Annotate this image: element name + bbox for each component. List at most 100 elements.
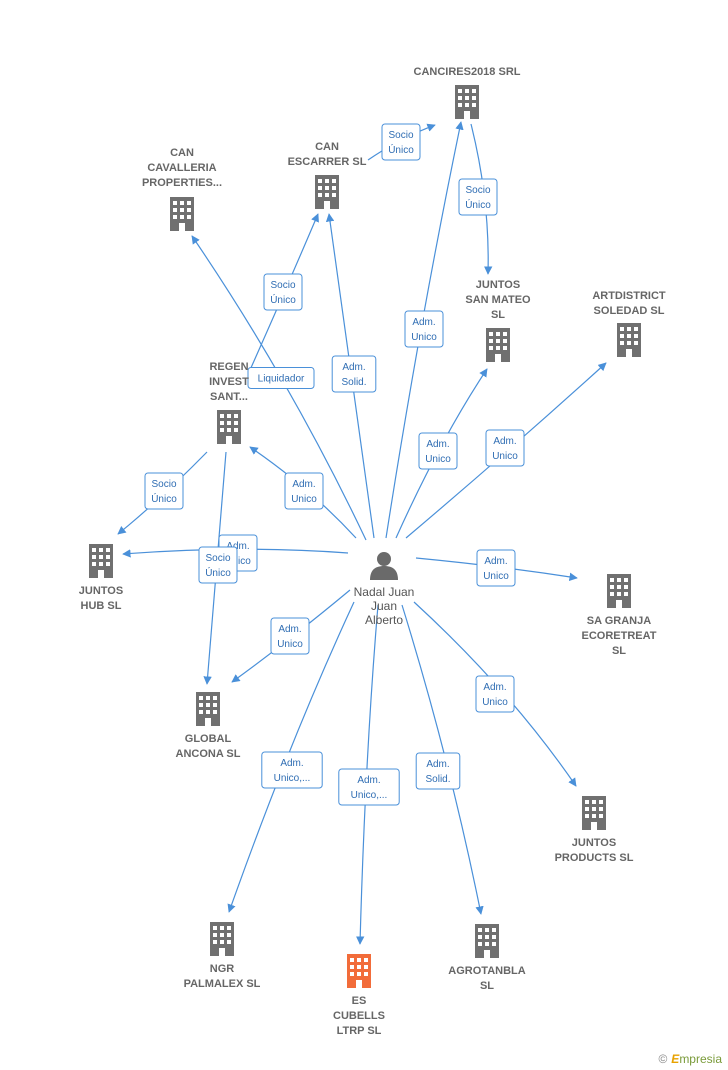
company-node-regen[interactable]: REGEN INVEST SANT... bbox=[209, 361, 249, 444]
edge-label-text: Adm. bbox=[226, 541, 249, 552]
edge-label-text: Adm. bbox=[357, 775, 380, 786]
edge-label-center-to-cancavalleria[interactable]: Liquidador bbox=[247, 367, 315, 389]
edge-label-text: Adm. bbox=[412, 317, 435, 328]
edge-label-box bbox=[458, 178, 498, 216]
node-label: PALMALEX SL bbox=[184, 978, 261, 990]
node-label: CUBELLS bbox=[333, 1010, 385, 1022]
company-node-sagranja[interactable]: SA GRANJA ECORETREAT SL bbox=[582, 574, 657, 657]
brand-initial: E bbox=[671, 1052, 680, 1066]
building-icon bbox=[486, 328, 510, 362]
edge-label-box bbox=[198, 546, 238, 584]
edge-label-box bbox=[415, 752, 461, 790]
node-label: AGROTANBLA bbox=[448, 965, 525, 977]
node-label: Nadal Juan bbox=[354, 585, 415, 599]
edges-layer bbox=[117, 121, 607, 945]
edge-label-box bbox=[270, 617, 310, 655]
node-label: NGR bbox=[210, 963, 235, 975]
copyright-symbol: © bbox=[658, 1052, 668, 1066]
building-icon bbox=[455, 85, 479, 119]
edge-label-text: Unico bbox=[492, 451, 518, 462]
node-label: ECORETREAT bbox=[582, 630, 657, 642]
edge-label-text: Único bbox=[388, 143, 414, 156]
edge-label-box bbox=[144, 472, 184, 510]
node-label: CANCIRES2018 SRL bbox=[414, 66, 521, 78]
edge-label-text: Socio bbox=[151, 479, 176, 490]
edge-label-text: Adm. bbox=[426, 759, 449, 770]
edge-label-box bbox=[381, 123, 421, 161]
company-node-agrotanbla[interactable]: AGROTANBLA SL bbox=[448, 924, 526, 992]
company-node-juntoshub[interactable]: JUNTOS HUB SL bbox=[79, 544, 123, 612]
edge-label-box bbox=[485, 429, 525, 467]
node-label: GLOBAL bbox=[185, 733, 232, 745]
company-node-cancavalleria[interactable]: CANCAVALLERIAPROPERTIES... bbox=[142, 147, 222, 231]
edge-label-center-to-cancires[interactable]: Adm.Unico bbox=[404, 310, 444, 348]
node-label: INVEST bbox=[209, 376, 249, 388]
company-node-cancires[interactable]: CANCIRES2018 SRL bbox=[414, 66, 521, 119]
edge-label-center-to-canescarrer[interactable]: Adm.Solid. bbox=[331, 355, 377, 393]
node-label: ES bbox=[352, 995, 367, 1007]
edge-label-center-to-artdistrict[interactable]: Adm.Unico bbox=[485, 429, 525, 467]
node-label: ESCARRER SL bbox=[288, 156, 367, 168]
building-icon bbox=[315, 175, 339, 209]
node-label: CAVALLERIA bbox=[147, 162, 216, 174]
company-node-canescarrer[interactable]: CAN ESCARRER SL bbox=[288, 141, 367, 209]
edge-label-text: Unico,... bbox=[274, 773, 311, 784]
node-label: REGEN bbox=[209, 361, 248, 373]
edge-label-box bbox=[338, 768, 400, 806]
node-label: SOLEDAD SL bbox=[594, 305, 665, 317]
node-label: SL bbox=[612, 645, 626, 657]
node-label: CAN bbox=[315, 141, 339, 153]
edge-label-text: Único bbox=[270, 293, 296, 306]
edge-label-text: Único bbox=[205, 566, 231, 579]
building-icon bbox=[217, 410, 241, 444]
edge-label-center-to-juntosproducts[interactable]: Adm.Unico bbox=[475, 675, 515, 713]
building-icon bbox=[617, 323, 641, 357]
edge-label-text: Unico bbox=[277, 639, 303, 650]
node-label: Alberto bbox=[365, 613, 403, 627]
edge-label-text: Unico bbox=[482, 697, 508, 708]
edge-label-center-to-sagranja[interactable]: Adm.Unico bbox=[476, 549, 516, 587]
edge-label-center-to-regen[interactable]: Adm.Unico bbox=[284, 472, 324, 510]
edge-label-text: Unico bbox=[425, 454, 451, 465]
edge-label-box bbox=[331, 355, 377, 393]
edge-label-center-to-globalancona[interactable]: Adm.Unico bbox=[270, 617, 310, 655]
node-label: PRODUCTS SL bbox=[555, 852, 634, 864]
edge-label-box bbox=[261, 751, 323, 789]
node-label: Juan bbox=[371, 599, 397, 613]
node-label: SL bbox=[480, 980, 494, 992]
node-label: JUNTOS bbox=[79, 585, 123, 597]
edge-label-box bbox=[404, 310, 444, 348]
node-label: SANT... bbox=[210, 391, 248, 403]
building-icon bbox=[89, 544, 113, 578]
edge-label-text: Socio bbox=[388, 130, 413, 141]
node-label: HUB SL bbox=[81, 600, 122, 612]
edge-label-text: Liquidador bbox=[258, 374, 305, 385]
edge-label-center-to-escubells[interactable]: Adm.Unico,... bbox=[338, 768, 400, 806]
node-label: SA GRANJA bbox=[587, 615, 651, 627]
company-node-ngr[interactable]: NGR PALMALEX SL bbox=[184, 922, 261, 990]
edge-center-to-ngr bbox=[227, 601, 355, 913]
edge-label-text: Adm. bbox=[426, 439, 449, 450]
edge-label-text: Adm. bbox=[484, 556, 507, 567]
edge-label-text: Único bbox=[465, 198, 491, 211]
person-icon bbox=[370, 552, 398, 580]
building-icon bbox=[582, 796, 606, 830]
edge-label-box bbox=[418, 432, 458, 470]
building-icon bbox=[170, 197, 194, 231]
edge-label-box bbox=[475, 675, 515, 713]
edge-label-center-to-ngr[interactable]: Adm.Unico,... bbox=[261, 751, 323, 789]
edge-label-center-to-agrotanbla[interactable]: Adm.Solid. bbox=[415, 752, 461, 790]
edge-label-center-to-juntossanmateo[interactable]: Adm. Unico bbox=[418, 432, 458, 470]
